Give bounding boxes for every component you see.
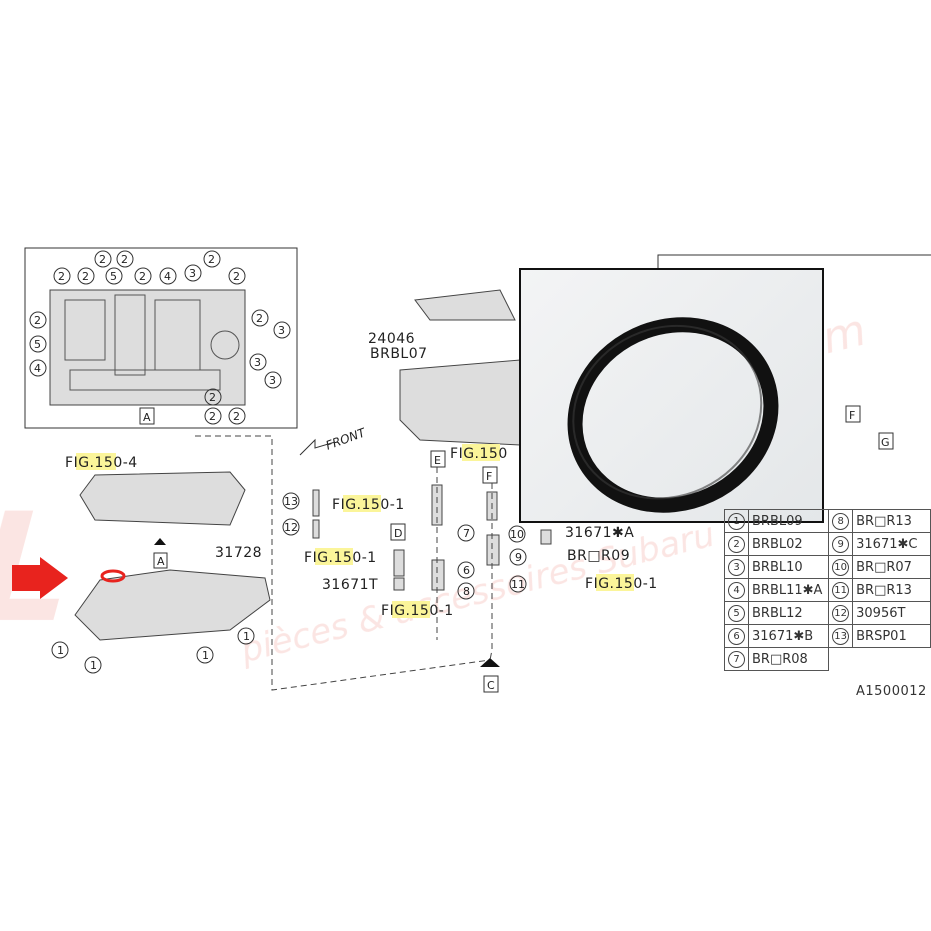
svg-text:1: 1 xyxy=(243,630,250,643)
svg-text:FIG.150-1: FIG.150-1 xyxy=(585,576,658,592)
svg-text:2: 2 xyxy=(233,410,240,423)
front-label: FRONT xyxy=(324,425,369,453)
transmission xyxy=(399,359,521,446)
label-31671a: 31671✱A xyxy=(565,525,634,541)
valve-body-detail xyxy=(64,294,240,391)
label-bror09: BR□R09 xyxy=(567,548,630,564)
fig150-labels: FIG.150 FIG.150-1 FIG.150-1 FIG.150-1 FI… xyxy=(304,444,658,619)
svg-text:10: 10 xyxy=(510,528,524,541)
svg-text:2: 2 xyxy=(209,391,216,404)
valve-body-top-view xyxy=(49,289,246,406)
svg-text:2: 2 xyxy=(58,270,65,283)
view-a-callouts: 2 2 2 2 5 2 4 3 2 2 2 5 4 2 3 3 3 2 2 2 … xyxy=(29,250,291,425)
svg-text:1: 1 xyxy=(202,649,209,662)
red-arrow-indicator xyxy=(12,557,68,599)
svg-text:FIG.150-1: FIG.150-1 xyxy=(381,603,454,619)
o-ring-image xyxy=(567,317,779,513)
label-fig150-4: FIG.150-4 xyxy=(65,455,138,471)
svg-text:5: 5 xyxy=(110,270,117,283)
svg-text:2: 2 xyxy=(99,253,106,266)
view-f-label: F xyxy=(486,470,492,483)
svg-text:4: 4 xyxy=(164,270,171,283)
svg-text:2: 2 xyxy=(209,410,216,423)
svg-text:FIG.150-1: FIG.150-1 xyxy=(304,550,377,566)
valve-body xyxy=(79,471,246,526)
label-24046: 24046 xyxy=(368,331,415,347)
svg-text:1: 1 xyxy=(90,659,97,672)
valve-callouts: 7 6 8 10 9 11 13 12 xyxy=(282,492,527,600)
product-photo-o-ring xyxy=(519,268,824,523)
view-a-label: A xyxy=(143,411,151,424)
svg-text:2: 2 xyxy=(233,270,240,283)
label-fig150-4-highlight xyxy=(76,453,116,470)
view-g-label: G xyxy=(881,436,890,449)
svg-text:3: 3 xyxy=(269,374,276,387)
o-ring-highlight xyxy=(100,569,126,583)
label-31671t: 31671T xyxy=(322,577,378,593)
pan-bolt-callouts: 1 1 1 1 xyxy=(51,627,255,674)
svg-text:FIG.150-1: FIG.150-1 xyxy=(332,497,405,513)
svg-text:4: 4 xyxy=(34,362,41,375)
watermark-text: pièces & accessoires Subaru xyxy=(236,515,719,672)
svg-text:11: 11 xyxy=(511,578,525,591)
svg-text:2: 2 xyxy=(208,253,215,266)
svg-text:F: F xyxy=(849,409,855,422)
svg-text:12: 12 xyxy=(284,521,298,534)
svg-text:13: 13 xyxy=(284,495,298,508)
svg-text:3: 3 xyxy=(278,324,285,337)
svg-text:9: 9 xyxy=(515,551,522,564)
oil-strainer-31728 xyxy=(74,569,271,641)
valve-springs xyxy=(312,484,552,591)
svg-text:2: 2 xyxy=(121,253,128,266)
svg-text:2: 2 xyxy=(82,270,89,283)
svg-text:2: 2 xyxy=(256,312,263,325)
svg-text:6: 6 xyxy=(463,564,470,577)
svg-text:A: A xyxy=(157,555,165,568)
label-31728: 31728 xyxy=(215,545,262,561)
view-a-box xyxy=(24,247,298,429)
wiring-harness xyxy=(414,289,516,321)
view-e-label: E xyxy=(434,454,441,467)
svg-text:2: 2 xyxy=(34,314,41,327)
front-arrow-icon xyxy=(299,438,336,456)
label-brbl07: BRBL07 xyxy=(370,346,428,362)
svg-text:2: 2 xyxy=(139,270,146,283)
svg-text:3: 3 xyxy=(254,356,261,369)
figure-code: A1500012 xyxy=(856,684,927,699)
svg-text:7: 7 xyxy=(463,527,470,540)
svg-text:1: 1 xyxy=(57,644,64,657)
svg-text:3: 3 xyxy=(189,267,196,280)
svg-text:FIG.150: FIG.150 xyxy=(450,446,508,462)
view-d-label: D xyxy=(394,527,402,540)
svg-text:5: 5 xyxy=(34,338,41,351)
view-c-label: C xyxy=(487,679,495,692)
svg-text:8: 8 xyxy=(463,585,470,598)
